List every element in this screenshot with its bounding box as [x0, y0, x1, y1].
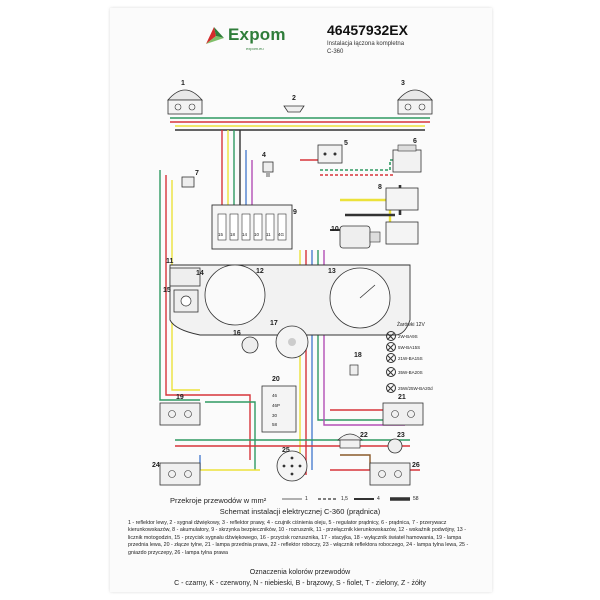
component-number: 22	[360, 432, 368, 439]
component-number: 23	[397, 432, 405, 439]
fuse-label: 18	[230, 232, 236, 237]
right-headlight	[397, 89, 433, 115]
wire-legend-item: 1,5	[341, 496, 348, 502]
component-number: 14	[196, 270, 204, 277]
bulb-item: 25W/25W-BA20d	[386, 383, 433, 393]
wire-legend-item: 58	[413, 496, 419, 502]
component-number: 25	[282, 447, 290, 454]
rear-lamp-right	[369, 462, 411, 486]
brake-light-switch	[349, 364, 359, 376]
bulb-icon	[386, 367, 396, 377]
component-number: 24	[152, 462, 160, 469]
bulb-icon	[386, 353, 396, 363]
component-number: 5	[344, 140, 348, 147]
colors-legend-title: Oznaczenia kolorów przewodów	[249, 569, 351, 576]
left-headlight	[167, 89, 203, 115]
bulb-icon	[386, 342, 396, 352]
bulb-item: 5W-BA15S	[386, 342, 420, 352]
connector-label: 46	[272, 393, 278, 398]
turn-signal-switch	[169, 267, 201, 287]
component-number: 1	[181, 80, 185, 87]
component-number: 13	[328, 268, 336, 275]
front-lamp-right	[382, 402, 424, 426]
main-trunk	[159, 130, 253, 401]
bulb-item: 35W-BA20S	[386, 367, 423, 377]
work-lamp-switch	[387, 438, 403, 454]
diagram-caption: Schemat instalacji elektrycznej C-360 (p…	[219, 507, 381, 516]
oil-pressure-sensor	[262, 161, 274, 177]
bulb-icon	[386, 383, 396, 393]
component-number: 6	[413, 138, 417, 145]
fuse-label: 11	[266, 232, 271, 237]
component-number: 15	[163, 287, 171, 294]
component-number: 19	[176, 394, 184, 401]
component-number: 9	[293, 209, 297, 216]
turn-flasher	[181, 176, 195, 188]
voltage-regulator	[317, 144, 343, 164]
connector-label: 30	[272, 413, 278, 418]
component-number: 17	[270, 320, 278, 327]
fuse-box	[211, 204, 293, 250]
component-number: 18	[354, 352, 362, 359]
trailer-socket	[276, 450, 308, 482]
connector-label: 58	[272, 422, 278, 427]
component-number: 16	[233, 330, 241, 337]
horn-button	[173, 289, 199, 313]
bulb-icon	[386, 331, 396, 341]
generator	[392, 144, 422, 173]
component-number: 4	[262, 152, 266, 159]
rear-connector	[261, 385, 297, 433]
connector-label: 46P	[272, 403, 281, 408]
fuse-label: 10	[254, 232, 260, 237]
wire-legend-item: 4	[377, 496, 380, 502]
front-harness	[170, 117, 430, 131]
fuse-label: 15	[218, 232, 224, 237]
component-number: 12	[256, 268, 264, 275]
bulbs-title: Żarówki 12V	[397, 322, 425, 328]
starter-button	[241, 336, 259, 354]
ignition-switch	[275, 325, 309, 359]
component-number: 21	[398, 394, 406, 401]
component-number: 11	[166, 258, 174, 265]
brand-tagline: expom.eu	[246, 46, 264, 51]
work-lamp	[337, 433, 363, 449]
component-number: 20	[272, 376, 280, 383]
brand-name: Expom	[228, 25, 286, 44]
fuse-label: 14	[242, 232, 248, 237]
front-lamp-left	[159, 402, 201, 426]
horn	[283, 105, 305, 113]
product-code: 46457932EX	[327, 22, 408, 38]
dashboard-panel	[169, 264, 411, 336]
wire-legend-item: 1	[305, 496, 308, 502]
fuse-label: 4G	[278, 232, 285, 237]
component-number: 26	[412, 462, 420, 469]
dual-gauge	[204, 264, 266, 326]
subtitle-line-2: C-360	[327, 49, 344, 55]
component-number: 7	[195, 170, 199, 177]
logo-mark-icon	[204, 24, 226, 46]
rear-lamp-left	[159, 462, 201, 486]
colors-legend: C - czarny, K - czerwony, N - niebieski,…	[174, 580, 426, 587]
battery	[385, 187, 419, 245]
brand-logo: Expom	[204, 24, 286, 46]
component-number: 2	[292, 95, 296, 102]
wire-legend-title: Przekroje przewodów w mm²	[170, 496, 267, 505]
component-number: 3	[401, 80, 405, 87]
component-number: 8	[378, 184, 382, 191]
subtitle-line-1: Instalacja łączona kompletna	[327, 41, 405, 47]
starter-motor	[339, 225, 381, 249]
bulb-item: 2W-BA9S	[386, 331, 418, 341]
component-number: 10	[331, 226, 339, 233]
bulb-item: 21W-BA15S	[386, 353, 423, 363]
parts-list: 1 - reflektor lewy, 2 - sygnał dźwiękowy…	[128, 520, 469, 556]
